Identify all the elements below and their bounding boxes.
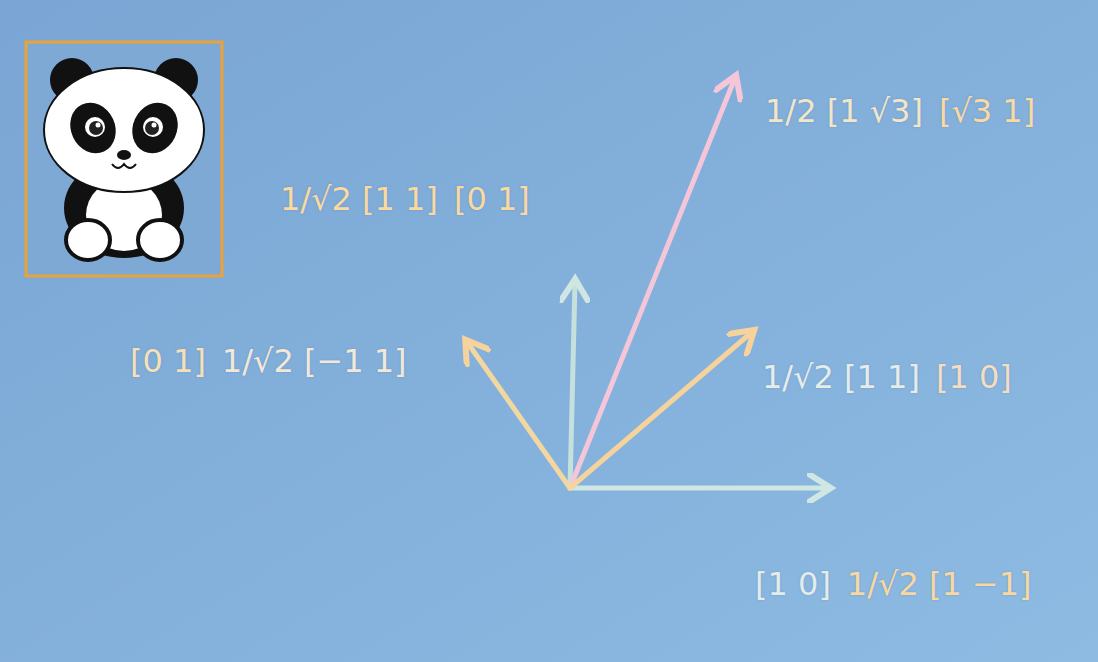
vector-label: [0 1]	[454, 180, 530, 218]
rotated-arrow	[467, 342, 570, 488]
vector-label: 1/√2 [1 −1]	[847, 565, 1032, 603]
basis-arrow	[570, 486, 828, 491]
vector-label: 1/√2 [1 1]	[280, 180, 438, 218]
basis-arrow	[570, 282, 575, 488]
rotated-arrow	[570, 332, 752, 488]
panda-icon	[26, 42, 222, 276]
vector-label: [√3 1]	[939, 92, 1035, 130]
vector-label: 1/√2 [−1 1]	[222, 342, 407, 380]
vector-label: 1/√2 [1 1]	[762, 358, 920, 396]
vector-label: [0 1]	[130, 342, 206, 380]
vector-label: [1 0]	[936, 358, 1012, 396]
rotated-arrow	[570, 78, 735, 488]
vector-label: 1/2 [1 √3]	[765, 92, 923, 130]
vector-label: [1 0]	[755, 565, 831, 603]
